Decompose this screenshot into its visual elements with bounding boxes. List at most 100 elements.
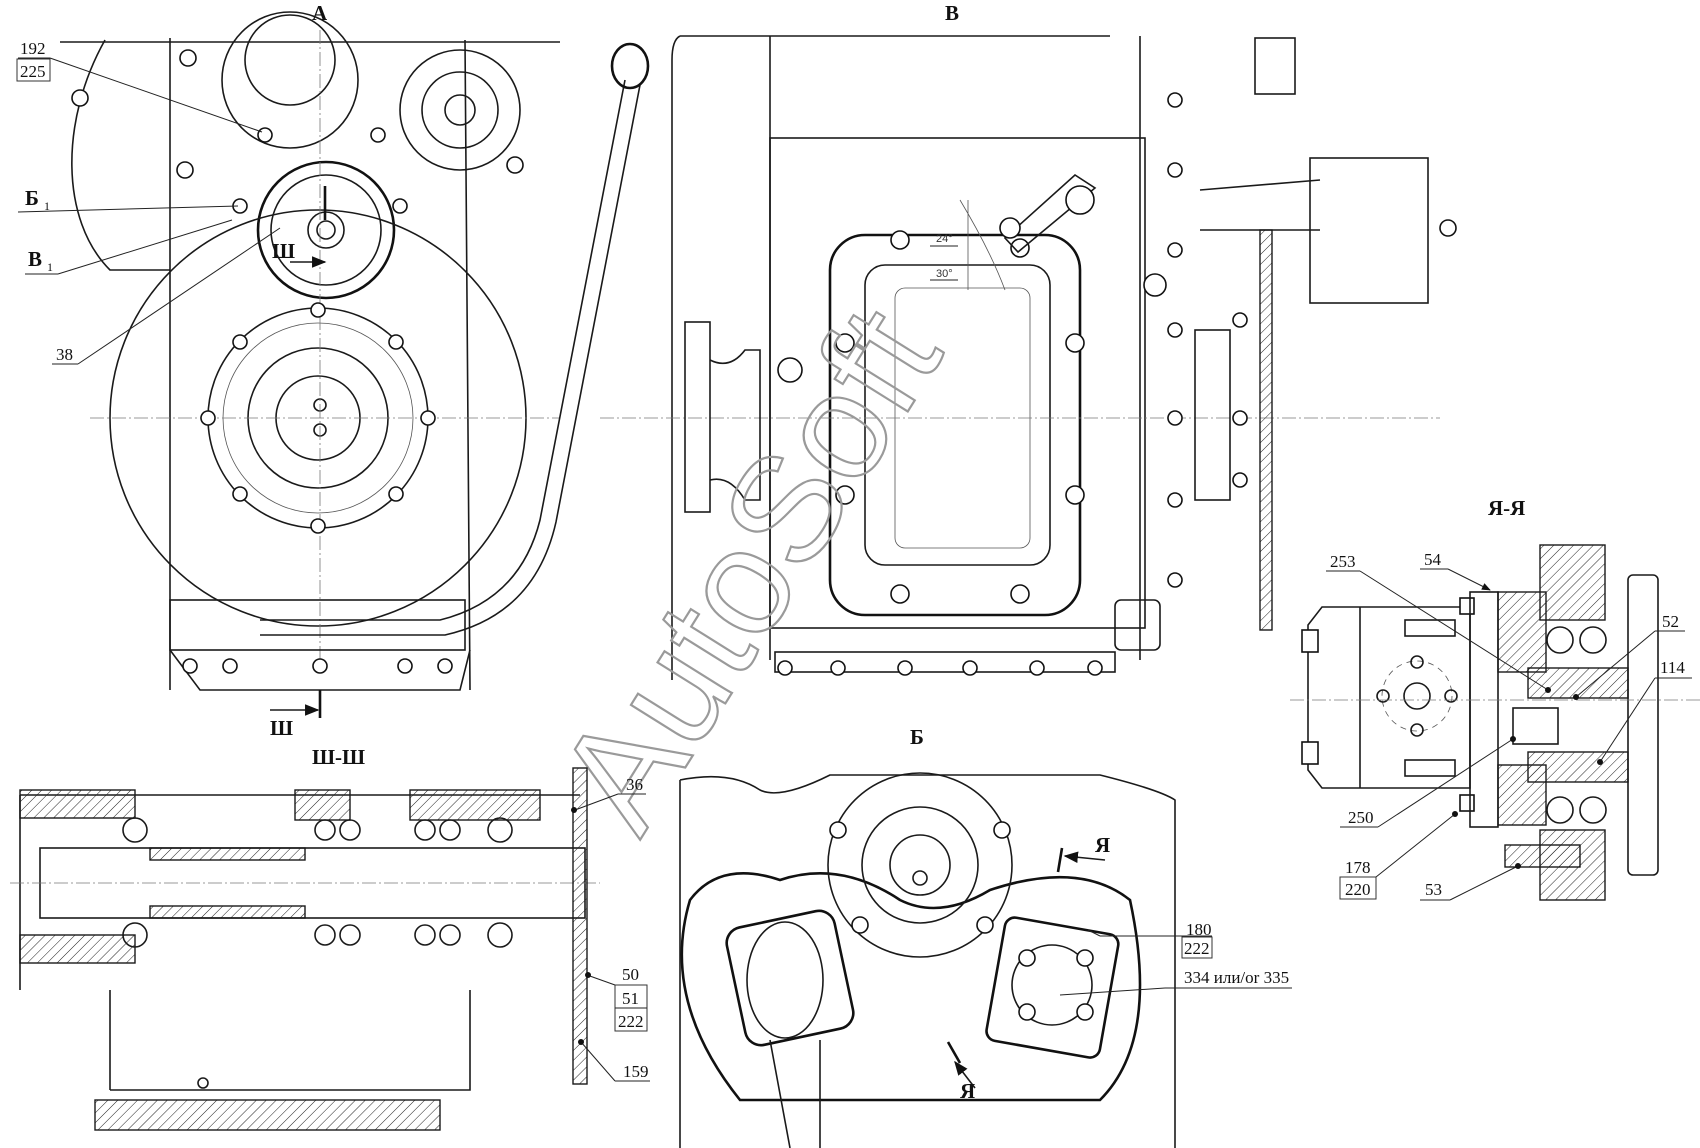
leader <box>580 1041 616 1082</box>
callout-192: 192 <box>20 39 46 58</box>
shaft-sleeve <box>149 905 306 919</box>
callout-52: 52 <box>1573 612 1685 700</box>
callout-178: 178 <box>1345 858 1371 877</box>
callout-220: 220 <box>1345 880 1371 899</box>
view-b: Б Я Я 180 222 <box>679 725 1292 1148</box>
bleed-screw <box>1439 219 1457 237</box>
hydraulic-pump <box>985 916 1120 1059</box>
callout-250: 250 <box>1340 736 1516 828</box>
view-shsh-title: Ш-Ш <box>312 745 365 769</box>
angle-guides <box>959 199 1006 291</box>
dipstick-tube-outer <box>260 84 641 636</box>
callout-38: 38 <box>52 227 281 365</box>
coupling-section <box>1527 667 1629 699</box>
section-ya-arrow-top <box>1063 851 1106 864</box>
base-bolts <box>182 658 453 674</box>
callout-53-label: 53 <box>1425 880 1442 899</box>
housing-outline <box>679 774 1176 1148</box>
oil-pan-section <box>94 1099 441 1131</box>
marker-b1-sub: 1 <box>44 199 50 213</box>
leader-dot <box>1515 863 1521 869</box>
leader-dot <box>1452 811 1458 817</box>
center-flange-inner <box>861 806 979 924</box>
view-v-title: В <box>945 1 959 25</box>
port-bolt-circle <box>1381 660 1453 732</box>
inspection-cover-inner <box>864 264 1051 566</box>
drain-hole <box>197 1077 209 1089</box>
lever-boss <box>1065 185 1095 215</box>
right-housing-section <box>409 789 541 821</box>
port-hole <box>1376 689 1390 703</box>
callout-52-label: 52 <box>1662 612 1679 631</box>
leader <box>1599 677 1656 763</box>
view-a-title: А <box>312 1 328 25</box>
view-yaya-title: Я-Я <box>1488 496 1525 520</box>
callout-222: 222 <box>618 1012 644 1031</box>
case-wall-upper <box>1539 544 1606 621</box>
port-center <box>1403 682 1431 710</box>
watermark: AutoSoft <box>525 280 972 857</box>
view-v: В 24° 30° <box>600 1 1457 680</box>
callout-159: 159 <box>578 1039 650 1082</box>
marker-b1-letter: Б <box>25 186 39 210</box>
callout-36-label: 36 <box>626 775 643 794</box>
aux-cover <box>399 49 521 171</box>
coupling-section-lower <box>1527 751 1629 783</box>
left-housing-section <box>19 789 136 819</box>
filter-pipe <box>769 1039 821 1148</box>
flange-bolts <box>829 821 1011 934</box>
leader <box>1375 813 1456 878</box>
callout-box <box>1339 876 1377 900</box>
leader <box>57 219 233 275</box>
side-bolts <box>1143 92 1248 588</box>
drain-plug-boss <box>1114 599 1161 651</box>
pump-cover-ring <box>270 174 382 286</box>
angle-30: 30° <box>936 268 953 280</box>
leader-dot <box>571 807 577 813</box>
shaft-sleeve <box>149 847 306 861</box>
filter-arm <box>1199 179 1321 231</box>
shift-lever <box>1003 173 1097 254</box>
top-bore <box>244 14 336 106</box>
oil-filter-housing <box>725 909 855 1047</box>
leader <box>1377 738 1514 828</box>
section-sh-label-bottom: Ш <box>270 716 293 740</box>
callout-box <box>1181 936 1213 959</box>
lower-body <box>109 990 471 1091</box>
drive-sleeve <box>1512 707 1559 745</box>
marker-v1-sub: 1 <box>47 260 53 274</box>
cover-bolts <box>777 230 1085 604</box>
bracket-plate <box>1259 229 1273 631</box>
callout-250-label: 250 <box>1348 808 1374 827</box>
base-rail <box>774 651 1116 673</box>
callout-180-222: 180 222 <box>1087 920 1213 959</box>
section-sh-label-top: Ш <box>272 239 295 263</box>
section-ya-arrow-bottom <box>954 1060 976 1089</box>
left-pulley-hub <box>709 349 761 501</box>
marker-v1-letter: В <box>28 247 42 271</box>
callout-114: 114 <box>1597 658 1692 765</box>
top-flange <box>221 11 359 149</box>
housing-edge <box>60 38 560 691</box>
dipstick-ring <box>610 42 650 90</box>
leader <box>1447 568 1491 591</box>
view-sh-sh: Ш-Ш 36 50 <box>10 745 650 1131</box>
leader-dot <box>1573 694 1579 700</box>
port-hole <box>1444 689 1458 703</box>
leader <box>17 205 239 213</box>
leader-dot <box>1510 736 1516 742</box>
housing-left-lobe <box>71 39 170 271</box>
leader <box>1087 929 1101 937</box>
cover-plate <box>769 137 1146 629</box>
section-ya-label-bottom: Я <box>960 1079 975 1103</box>
front-cover <box>680 872 1142 1102</box>
pump-slot <box>1404 759 1456 777</box>
adapter-plate <box>1469 591 1499 828</box>
marker-b1: Б 1 <box>17 186 239 213</box>
callout-114-label: 114 <box>1660 658 1685 677</box>
leader <box>49 57 263 133</box>
outer-flange <box>1627 574 1659 876</box>
bearings <box>122 817 513 948</box>
housing-section-upper <box>1497 591 1547 673</box>
angle-24: 24° <box>936 233 953 245</box>
